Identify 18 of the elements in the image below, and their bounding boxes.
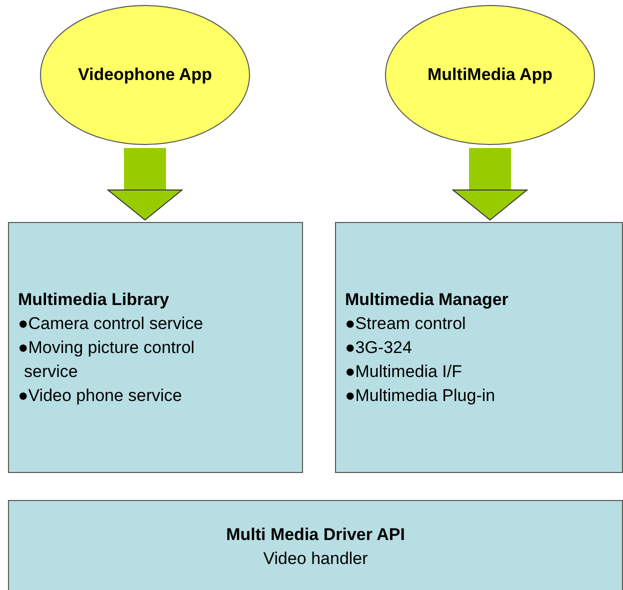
layer-box xyxy=(8,500,623,590)
bullet-item: ●Multimedia Plug-in xyxy=(345,384,496,406)
box-subtitle: Video handler xyxy=(263,548,368,570)
block-arrow xyxy=(108,148,182,220)
module-box xyxy=(8,222,303,473)
ellipse-label: MultiMedia App xyxy=(428,64,552,86)
module-box xyxy=(335,222,623,473)
bullet-item: ●Stream control xyxy=(345,312,467,334)
box-heading: Multi Media Driver API xyxy=(226,524,405,546)
bullet-item: ●3G-324 xyxy=(345,336,413,358)
bullet-item: ●Video phone service xyxy=(18,384,184,406)
box-heading: Multimedia Library xyxy=(18,288,170,310)
box-heading: Multimedia Manager xyxy=(345,288,510,311)
block-arrow xyxy=(452,148,528,220)
bullet-item: ●Camera control service xyxy=(18,312,204,334)
ellipse-label: Videophone App xyxy=(78,64,212,86)
bullet-item: ●Moving picture control service xyxy=(18,336,196,382)
bullet-item: ●Multimedia I/F xyxy=(345,360,464,382)
